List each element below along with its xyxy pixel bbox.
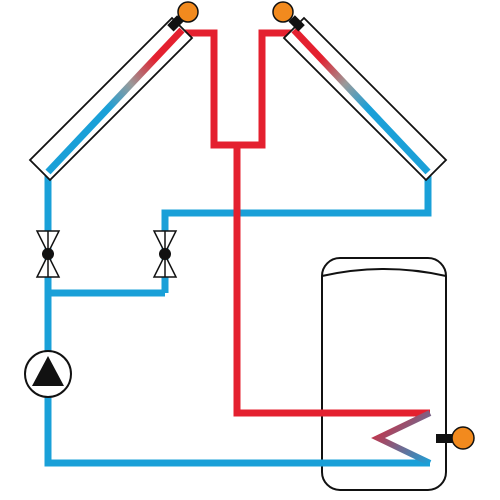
collector-right-sensor-mount [288, 15, 305, 32]
hot-pipe-from-right-collector [237, 29, 296, 149]
storage-tank [321, 257, 447, 491]
valve-left-actuator [42, 248, 54, 260]
collector-right-sensor [272, 1, 294, 23]
collector-left-absorber [45, 27, 185, 175]
hot-flow-pipes [180, 29, 430, 417]
tank-sensor-mount [436, 434, 454, 443]
collector-right-absorber [291, 27, 431, 175]
collector-right [272, 1, 448, 182]
pump-direction-icon [32, 356, 64, 386]
valve-right [152, 230, 178, 278]
heat-exchanger-coil [371, 410, 432, 466]
hot-pipe-down-to-tank [233, 145, 430, 417]
valve-right-actuator [159, 248, 171, 260]
tank-sensor-assembly [436, 426, 475, 450]
collector-left [28, 1, 199, 182]
tank-sensor [451, 426, 475, 450]
valve-left [35, 230, 61, 278]
hot-pipe-from-left-collector [180, 29, 237, 149]
circulation-pump [24, 350, 72, 398]
collector-left-sensor-mount [167, 15, 184, 32]
collector-left-sensor [177, 1, 199, 23]
